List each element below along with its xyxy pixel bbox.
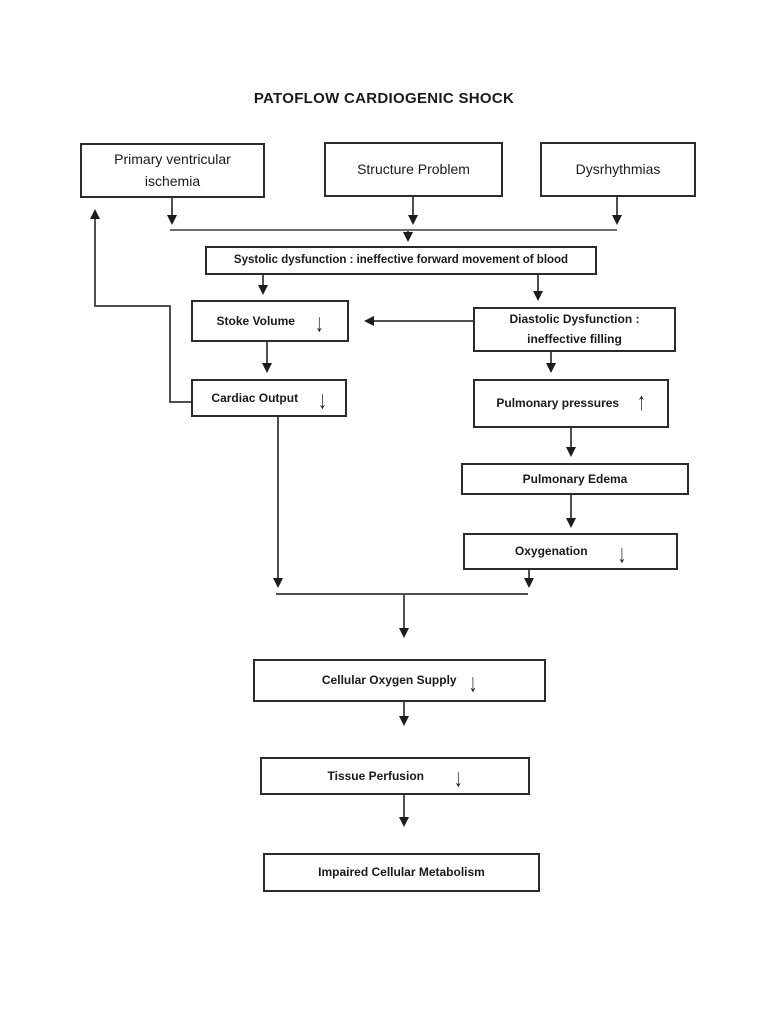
node-pulmonary-edema: Pulmonary Edema [461,463,689,495]
node-label: Diastolic Dysfunction : ineffective fill… [509,312,640,346]
node-label: Dysrhythmias [575,160,661,177]
node-systolic-dysfunction: Systolic dysfunction : ineffective forwa… [205,246,597,275]
node-stoke-volume: Stoke Volume ↓ [191,300,349,342]
node-label: Primary ventricular ischemia [114,150,231,189]
node-label: Cardiac Output [211,390,299,405]
node-cardiac-output: Cardiac Output ↓ [191,379,347,417]
node-structure-problem: Structure Problem [324,142,503,197]
node-primary-ventricular-ischemia: Primary ventricular ischemia [80,143,265,198]
node-diastolic-dysfunction: Diastolic Dysfunction : ineffective fill… [473,307,676,352]
node-label: Pulmonary pressures [496,396,620,411]
page-title: PATOFLOW CARDIOGENIC SHOCK [253,90,515,107]
node-label: Impaired Cellular Metabolism [318,865,485,880]
edge-feedback-cardiac-to-primary [90,209,191,403]
node-label: Tissue Perfusion [327,768,424,783]
node-label: Stoke Volume [216,313,295,328]
node-impaired-cellular-metabolism: Impaired Cellular Metabolism [263,853,540,892]
node-label: Pulmonary Edema [522,471,628,486]
node-label: Oxygenation [514,544,588,559]
node-cellular-oxygen-supply: Cellular Oxygen Supply ↓ [253,659,546,702]
node-pulmonary-pressures: Pulmonary pressures ↑ [473,379,669,428]
node-label: Cellular Oxygen Supply [321,673,457,688]
node-label: Systolic dysfunction : ineffective forwa… [233,253,569,266]
node-tissue-perfusion: Tissue Perfusion ↓ [260,757,530,795]
node-oxygenation: Oxygenation ↓ [463,533,678,570]
node-label: Structure Problem [357,160,470,177]
node-dysrhythmias: Dysrhythmias [540,142,696,197]
